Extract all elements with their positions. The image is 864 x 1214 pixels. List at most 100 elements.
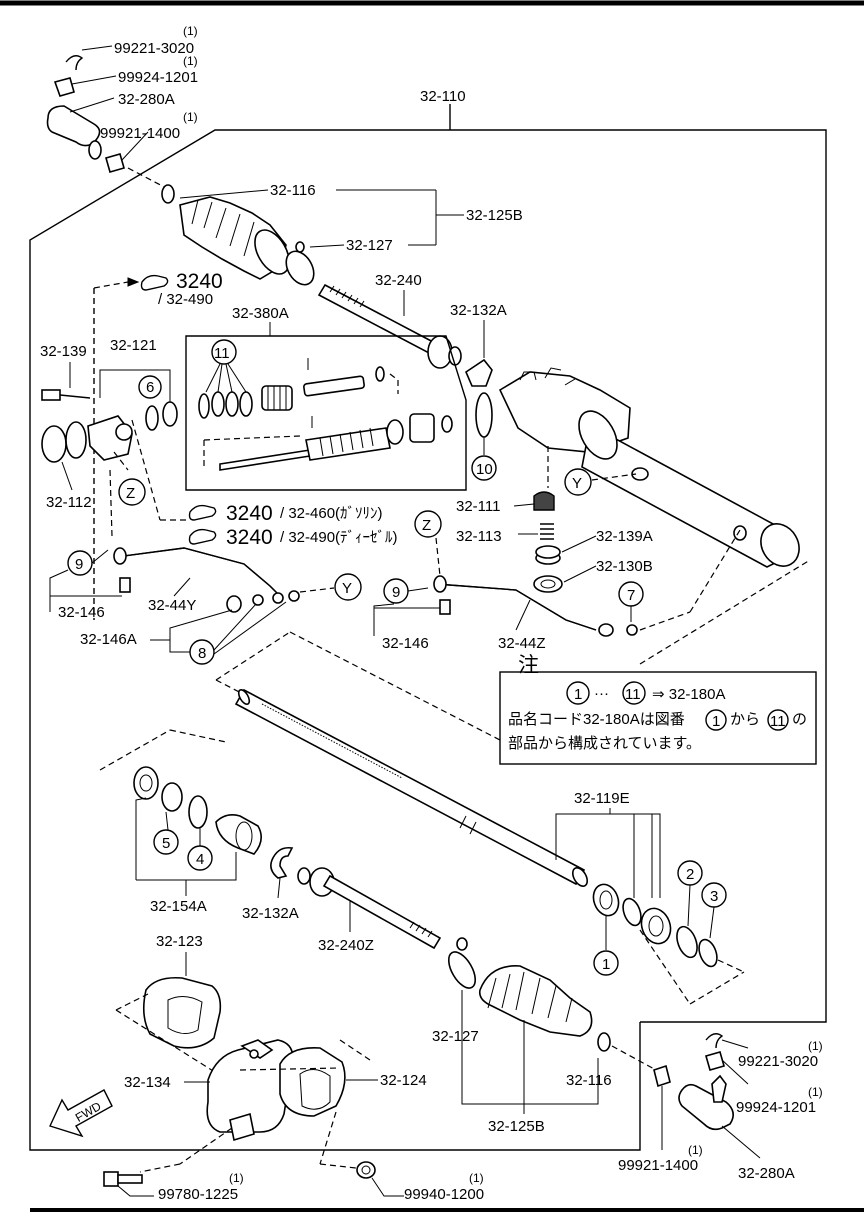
label-mount-bush: 32-123 — [156, 933, 203, 950]
yoke-plug-32-139a — [535, 545, 561, 565]
label-kit-32-380a: 32-380A — [232, 305, 289, 322]
callout-y-left-text: Y — [342, 580, 352, 597]
lock-nut-32-130b — [533, 575, 563, 593]
label-bolt-32-139: 32-139 — [40, 343, 87, 360]
label-union-bolt-right: 32-146 — [382, 635, 429, 652]
spring-32-113 — [540, 523, 554, 540]
label-boot-top: 32-125B — [466, 207, 523, 224]
tie-rod-end-top-left — [46, 55, 125, 173]
tie-rod-lower — [297, 867, 442, 950]
ref-32-490-top: / 32-490 — [158, 291, 213, 308]
note-line2-to: 11 — [770, 713, 786, 730]
label-tie-rod-end-bottom: 32-280A — [738, 1165, 795, 1182]
ref-3240-mid1: 3240 — [226, 502, 273, 525]
pipe-32-44y — [113, 547, 300, 613]
hand-pointer-icon-mid1 — [188, 504, 217, 521]
label-yoke: 32-111 — [456, 498, 500, 515]
cyl-seal-kit-parts — [133, 766, 262, 855]
tie-rod-end-bottom-right — [653, 1033, 734, 1131]
ref-32-460: / 32-460(ｶﾞｿﾘﾝ) — [280, 505, 383, 522]
label-union-bolt-a: 32-146A — [80, 631, 137, 648]
label-rubber-mount: 32-124 — [380, 1072, 427, 1089]
rubber-mount-32-124 — [279, 1047, 346, 1117]
washer-lower — [270, 846, 294, 879]
note-title: 注 — [518, 654, 539, 677]
callout-10-text: 10 — [476, 461, 493, 478]
label-washer-lower: 32-132A — [242, 905, 299, 922]
callout-8-text: 8 — [198, 645, 206, 662]
label-spring: 32-113 — [456, 528, 502, 545]
nut-99940-1200 — [356, 1161, 376, 1179]
label-rack-seal-kit: 32-119E — [574, 790, 630, 807]
callout-z-left-text: Z — [126, 485, 135, 502]
callout-7-text: 7 — [627, 587, 635, 604]
label-yoke-plug: 32-139A — [596, 528, 653, 545]
label-nut2-bottom: 99940-1200 — [404, 1186, 484, 1203]
label-cotter-pin-bottom: 99221-3020 — [738, 1053, 818, 1070]
mount-bush-32-123 — [142, 976, 222, 1049]
label-tie-rod-upper: 32-240 — [375, 272, 422, 289]
kit-contents: 11 — [198, 339, 453, 471]
label-lock-nut-130b: 32-130B — [596, 558, 653, 575]
label-pinion-seal: 32-121 — [110, 337, 157, 354]
hand-pointer-icon-mid2 — [188, 528, 217, 545]
hand-pointer-icon-top — [140, 274, 169, 291]
callout-z-right — [414, 510, 442, 538]
yoke-32-111 — [533, 491, 555, 511]
label-clip-lower: 32-116 — [566, 1072, 612, 1089]
callout-4 — [187, 845, 213, 871]
seal-kit-parts-right — [592, 883, 718, 968]
fwd-arrow-icon — [49, 1089, 113, 1138]
label-washer-upper: 32-132A — [450, 302, 507, 319]
kit-box — [185, 335, 467, 491]
pinion-seal-group — [41, 389, 178, 463]
label-cotter-pin-top: 99221-3020 — [114, 40, 194, 57]
label-bolt-bottom: 99780-1225 — [158, 1186, 238, 1203]
callout-8 — [189, 639, 215, 665]
callout-2-text: 2 — [686, 866, 694, 883]
qty-lock-nut-top: (1) — [183, 110, 198, 124]
qty-cotter-bottom: (1) — [808, 1039, 823, 1053]
note-range-sep: ··· — [594, 685, 609, 702]
callout-1 — [593, 950, 619, 976]
lower-boot-group — [447, 937, 611, 1052]
callout-y-right — [564, 468, 592, 496]
bracket-32-134 — [206, 1039, 294, 1142]
qty-nut2-bottom: (1) — [469, 1171, 484, 1185]
callout-z-right-text: Z — [422, 517, 431, 534]
label-clip-top: 32-116 — [270, 182, 316, 199]
pipe-32-44z — [433, 575, 614, 637]
label-pipe-y: 32-44Y — [148, 597, 196, 614]
note-arrow-target: ⇒ 32-180A — [652, 686, 725, 703]
label-bracket: 32-134 — [124, 1074, 171, 1091]
label-boot-lower: 32-125B — [488, 1118, 545, 1135]
label-pipe-z: 32-44Z — [498, 635, 546, 652]
ref-3240-top: 3240 — [176, 270, 223, 293]
label-cover-32-112: 32-112 — [46, 494, 92, 511]
upper-boot-group — [161, 184, 315, 286]
callout-6-text: 6 — [146, 379, 154, 396]
qty-bolt-bottom: (1) — [229, 1171, 244, 1185]
rack-shaft — [234, 688, 589, 887]
callout-y-left — [334, 573, 362, 601]
note-line2-c: の — [792, 711, 807, 728]
qty-cotter-top: (1) — [183, 24, 198, 38]
washer-upper — [465, 358, 493, 387]
label-band-lower: 32-127 — [432, 1028, 479, 1045]
ref-3240-mid2: 3240 — [226, 526, 273, 549]
callout-z-left — [118, 478, 146, 506]
label-assembly: 32-110 — [420, 88, 466, 105]
qty-nut-bottom: (1) — [808, 1085, 823, 1099]
label-nut-bottom: 99924-1201 — [736, 1099, 816, 1116]
o-ring-10 — [475, 392, 493, 438]
label-tie-rod-end-top: 32-280A — [118, 91, 175, 108]
note-line3: 部品から構成されています。 — [508, 735, 701, 752]
note-line2-a: 品名コード32-180Aは図番 — [508, 711, 685, 728]
ref-32-490-mid: / 32-490(ﾃﾞｨｰｾﾞﾙ) — [280, 529, 398, 546]
note-line2-from: 1 — [712, 713, 720, 730]
note-line2-b: から — [730, 711, 760, 728]
label-union-bolt-left: 32-146 — [58, 604, 105, 621]
callout-9-left-text: 9 — [75, 556, 83, 573]
label-band-top: 32-127 — [346, 237, 393, 254]
callout-11-text: 11 — [214, 345, 230, 362]
